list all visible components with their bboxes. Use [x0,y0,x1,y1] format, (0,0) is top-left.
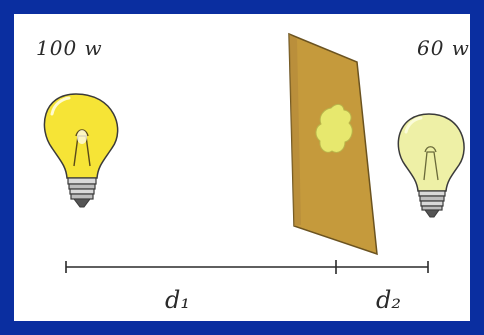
right-bulb-power-label: 60 w [417,36,470,60]
distance-d1-label: d₁ [165,286,190,314]
diagram-canvas [14,14,470,321]
right-lightbulb-icon [398,114,464,217]
paper-screen-icon [289,34,377,254]
distance-line [66,260,428,274]
left-lightbulb-icon [44,94,117,207]
diagram-panel: 100 w 60 w d₁ d₂ [14,14,470,321]
distance-d2-label: d₂ [376,286,401,314]
left-bulb-power-label: 100 w [36,36,103,60]
